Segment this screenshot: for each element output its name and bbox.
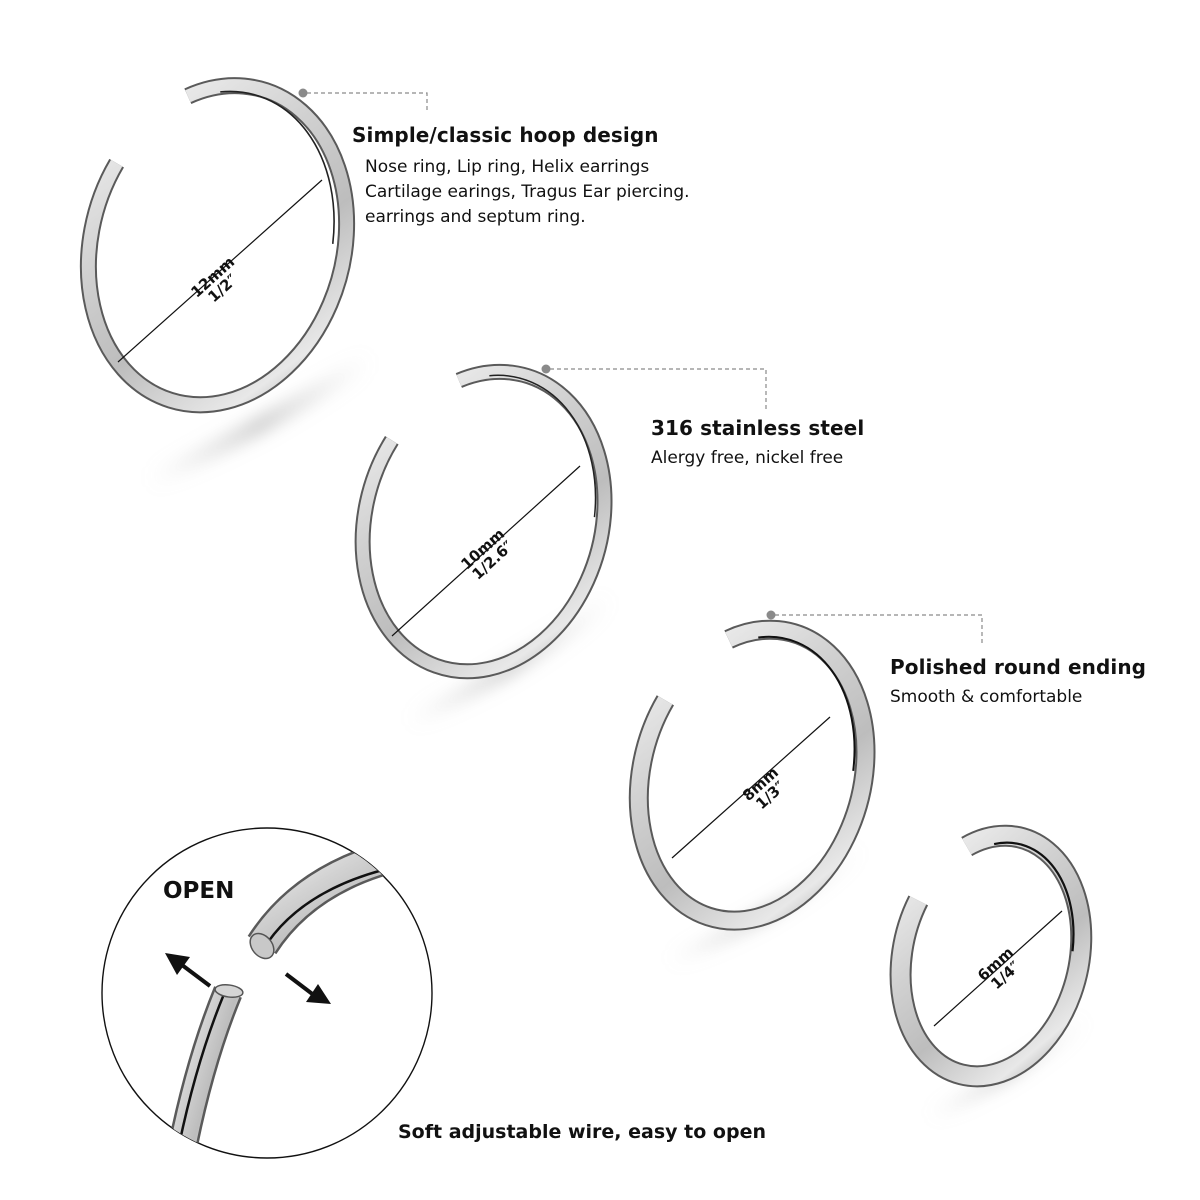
open-arrow-right-icon [284, 972, 331, 1004]
adjustable-wire-caption: Soft adjustable wire, easy to open [398, 1121, 766, 1143]
ring-8mm [628, 619, 876, 931]
feature-hoop-design: Simple/classic hoop design Nose ring, Li… [352, 123, 690, 230]
diameter-line-10mm [391, 465, 581, 637]
open-arrow-left-icon [165, 953, 212, 988]
feature-description: Smooth & comfortable [890, 685, 1146, 710]
feature-description: Alergy free, nickel free [651, 446, 864, 471]
ring-6mm [889, 824, 1093, 1088]
leader-dot [541, 364, 551, 374]
feature-title: Polished round ending [890, 655, 1147, 679]
feature-stainless-steel: 316 stainless steel Alergy free, nickel … [651, 416, 864, 471]
diameter-line-6mm [933, 910, 1063, 1027]
feature-line: Alergy free, nickel free [651, 448, 844, 468]
feature-title: Simple/classic hoop design [352, 123, 659, 147]
leader-dot [766, 610, 776, 620]
ring-12mm [79, 77, 356, 414]
open-label: OPEN [163, 878, 235, 904]
feature-title: 316 stainless steel [651, 416, 865, 440]
diameter-line-12mm [117, 179, 323, 363]
ring-10mm [354, 363, 613, 680]
feature-line: Nose ring, Lip ring, Helix earrings [365, 157, 650, 177]
feature-description: Nose ring, Lip ring, Helix earrings Cart… [365, 155, 690, 230]
feature-polished-ending: Polished round ending Smooth & comfortab… [890, 655, 1146, 710]
open-detail-callout [101, 827, 433, 1159]
leader-line [550, 368, 767, 411]
leader-dot [298, 88, 308, 98]
diameter-line-8mm [671, 716, 831, 859]
feature-line: Cartilage earings, Tragus Ear piercing. [365, 182, 690, 202]
feature-line: Smooth & comfortable [890, 687, 1083, 707]
feature-line: earrings and septum ring. [365, 207, 586, 227]
leader-line [307, 92, 428, 113]
leader-line [775, 614, 983, 644]
